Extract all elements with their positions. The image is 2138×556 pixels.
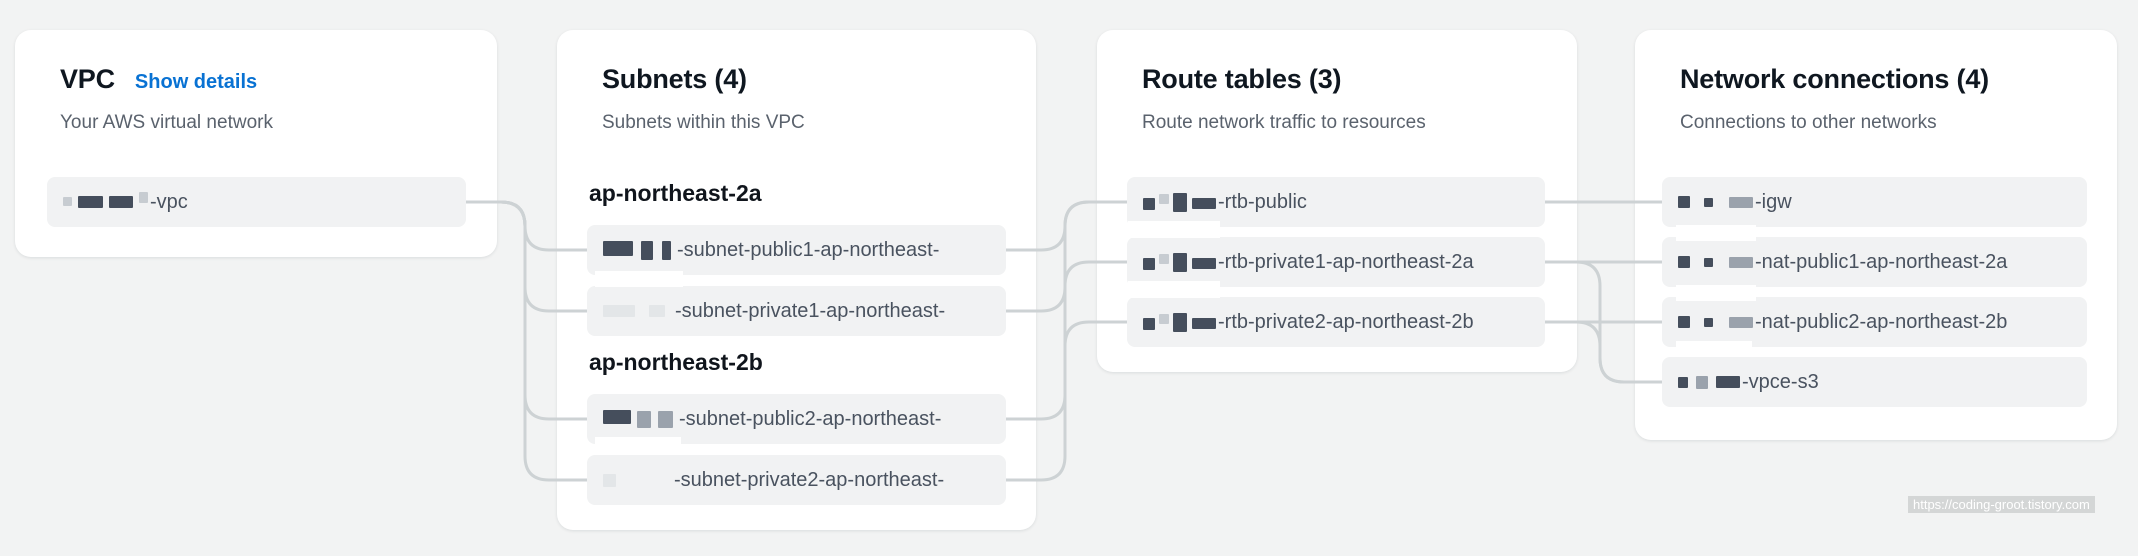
row-rtb-public[interactable]: -rtb-public [1127,177,1545,227]
row-vpce-s3[interactable]: -vpce-s3 [1662,357,2087,407]
resource-label: -subnet-private2-ap-northeast- [674,468,945,491]
resource-label: -nat-public1-ap-northeast-2a [1755,250,2008,273]
row-vpc[interactable]: -vpc [47,177,466,227]
vpc-card-title: VPC [60,64,115,94]
redacted-id-blocks [603,473,672,487]
redacted-id-blocks [603,410,677,428]
row-subnet-public2[interactable]: -subnet-public2-ap-northeast- [587,394,1006,444]
row-igw[interactable]: -igw [1662,177,2087,227]
redacted-id-blocks [1143,252,1216,272]
redacted-id-blocks [603,240,675,260]
row-nat-public1[interactable]: -nat-public1-ap-northeast-2a [1662,237,2087,287]
row-nat-public2[interactable]: -nat-public2-ap-northeast-2b [1662,297,2087,347]
az-heading-ap-northeast-2b: ap-northeast-2b [589,349,763,375]
redacted-id-blocks [63,191,148,208]
network-connections-card-title: Network connections (4) [1680,64,1989,94]
az-heading-ap-northeast-2a: ap-northeast-2a [589,180,762,206]
show-details-link[interactable]: Show details [134,71,258,93]
subnets-card-title: Subnets (4) [602,64,747,94]
redacted-id-blocks [603,305,673,317]
row-rtb-private1[interactable]: -rtb-private1-ap-northeast-2a [1127,237,1545,287]
network-connections-card-subtitle: Connections to other networks [1680,112,1937,133]
watermark: https://coding-groot.tistory.com [1908,496,2095,513]
route-tables-card-title: Route tables (3) [1142,64,1342,94]
resource-label: -subnet-public2-ap-northeast- [679,407,942,430]
redacted-id-blocks [1143,192,1216,212]
vpc-list: -vpc [47,177,466,238]
route-tables-card: Route tables (3) Route network traffic t… [1097,30,1577,372]
row-subnet-public1[interactable]: -subnet-public1-ap-northeast- [587,225,1006,275]
subnets-card: Subnets (4) Subnets within this VPC ap-n… [557,30,1036,530]
resource-label: -igw [1755,190,1792,213]
network-connections-card: Network connections (4) Connections to o… [1635,30,2117,440]
redacted-id-blocks [1678,375,1740,389]
row-rtb-private2[interactable]: -rtb-private2-ap-northeast-2b [1127,297,1545,347]
row-subnet-private2[interactable]: -subnet-private2-ap-northeast- [587,455,1006,505]
redacted-id-blocks [1678,316,1753,328]
resource-label: -nat-public2-ap-northeast-2b [1755,310,2008,333]
subnets-card-subtitle: Subnets within this VPC [602,112,805,133]
resource-label: -subnet-private1-ap-northeast- [675,299,946,322]
resource-label: -rtb-public [1218,190,1307,213]
route-tables-list: -rtb-public -rtb-private1-ap-northeast-2a… [1127,177,1545,357]
redacted-id-blocks [1143,312,1216,332]
resource-label: -vpc [150,190,188,213]
row-subnet-private1[interactable]: -subnet-private1-ap-northeast- [587,286,1006,336]
resource-label: -rtb-private1-ap-northeast-2a [1218,250,1474,273]
redacted-id-blocks [1678,256,1753,268]
resource-label: -vpce-s3 [1742,370,1819,393]
network-connections-list: -igw -nat-public1-ap-northeast-2a -nat-pub… [1662,177,2087,417]
vpc-card: VPC Show details Your AWS virtual networ… [15,30,497,257]
subnets-list: ap-northeast-2a -subnet-public1-ap-northe… [587,178,1006,516]
resource-label: -subnet-public1-ap-northeast- [677,238,940,261]
vpc-card-subtitle: Your AWS virtual network [60,112,273,133]
route-tables-card-subtitle: Route network traffic to resources [1142,112,1426,133]
redacted-id-blocks [1678,196,1753,208]
resource-label: -rtb-private2-ap-northeast-2b [1218,310,1474,333]
